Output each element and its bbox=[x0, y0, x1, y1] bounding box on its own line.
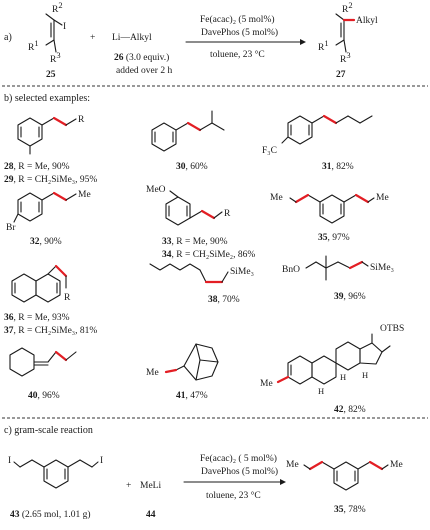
caption-29: 29, R = CH₂SiMe₃, 95% bbox=[4, 175, 97, 185]
section-a-label: a) bbox=[4, 32, 12, 43]
h-label-3: H bbox=[318, 386, 324, 396]
sime3-label-39: SiMe₃ bbox=[370, 263, 394, 273]
f3c-label: F₃C bbox=[262, 146, 277, 156]
p-r1-label: R1 bbox=[318, 38, 329, 53]
caption-41: 41, 47% bbox=[176, 391, 208, 401]
structure-30 bbox=[151, 110, 225, 152]
caption-28: 28, R = Me, 90% bbox=[4, 162, 70, 172]
methyllithium-label: MeLi bbox=[140, 481, 161, 491]
r2-label: R2 bbox=[52, 0, 63, 15]
structure-35 bbox=[289, 193, 375, 224]
caption-35: 35, 97% bbox=[318, 233, 350, 243]
structure-40 bbox=[9, 347, 77, 377]
caption-34: 34, R = CH₂SiMe₂, 86% bbox=[162, 250, 255, 260]
caption-32: 32, 90% bbox=[30, 237, 62, 247]
r1-label: R1 bbox=[28, 38, 39, 53]
caption-35c: 35, 78% bbox=[334, 505, 366, 515]
me-right-35: Me bbox=[376, 193, 389, 203]
me-label-42: Me bbox=[260, 379, 273, 389]
structure-43 bbox=[13, 459, 99, 489]
lithium-reagent: Li—Alkyl bbox=[112, 33, 152, 43]
cond-a-line1: Fe(acac)₂ (5 mol%) bbox=[200, 14, 275, 25]
reagent-addition-note: added over 2 h bbox=[116, 66, 172, 76]
reagent-26-line: 26 (3.0 equiv.) bbox=[114, 52, 169, 63]
r-label-36: R bbox=[64, 293, 71, 303]
caption-39: 39, 96% bbox=[334, 292, 366, 302]
me-right-35c: Me bbox=[390, 460, 403, 470]
caption-42: 42, 82% bbox=[334, 405, 366, 415]
h-label-1: H bbox=[340, 372, 346, 382]
section-c-label: c) gram-scale reaction bbox=[4, 425, 93, 436]
product-27-structure bbox=[335, 13, 356, 53]
structure-36-37 bbox=[11, 264, 68, 303]
iodo-left-43: I bbox=[8, 456, 11, 466]
me-left-35: Me bbox=[270, 193, 283, 203]
structure-31 bbox=[281, 114, 373, 145]
section-b-label: b) selected examples: bbox=[4, 93, 90, 104]
caption-43: 43 (2.65 mol, 1.01 g) bbox=[10, 509, 90, 520]
caption-36: 36, R = Me, 93% bbox=[4, 313, 70, 323]
caption-37: 37, R = CH₂SiMe₃, 81% bbox=[4, 326, 97, 336]
cond-a-line2: DavePhos (5 mol%) bbox=[201, 27, 278, 38]
caption-38: 38, 70% bbox=[208, 295, 240, 305]
caption-40: 40, 96% bbox=[28, 391, 60, 401]
plus-sign-c: + bbox=[126, 481, 131, 491]
arrowhead-c bbox=[280, 479, 286, 485]
compound-25-id: 25 bbox=[46, 70, 56, 80]
caption-30: 30, 60% bbox=[176, 162, 208, 172]
iodo-right-43: I bbox=[100, 456, 103, 466]
structure-35-product bbox=[303, 460, 389, 491]
caption-33: 33, R = Me, 90% bbox=[162, 237, 228, 247]
sime3-label-38: SiMe₃ bbox=[230, 267, 254, 277]
r-label-33: R bbox=[224, 209, 231, 219]
cond-c-line1: Fe(acac)₂ ( 5 mol%) bbox=[200, 453, 277, 464]
me-left-35c: Me bbox=[286, 460, 299, 470]
compound-44-id: 44 bbox=[146, 510, 156, 520]
h-label-2: H bbox=[362, 370, 368, 380]
me-label-41: Me bbox=[146, 368, 159, 378]
p-alkyl-label: Alkyl bbox=[356, 16, 378, 26]
structure-42 bbox=[276, 333, 391, 385]
cond-c-line3: toluene, 23 °C bbox=[206, 490, 261, 501]
caption-31: 31, 82% bbox=[322, 162, 354, 172]
structure-33-34 bbox=[165, 190, 223, 226]
p-r3-label: R3 bbox=[340, 50, 351, 65]
r3-label: R3 bbox=[50, 50, 61, 65]
p-r2-label: R2 bbox=[342, 0, 353, 15]
structure-28-29 bbox=[17, 116, 77, 155]
bno-label: BnO bbox=[282, 265, 300, 275]
br-label: Br bbox=[6, 223, 16, 233]
meo-label: MeO bbox=[146, 185, 166, 195]
compound-27-id: 27 bbox=[336, 70, 346, 80]
cond-c-line2: DavePhos (5 mol%) bbox=[201, 466, 278, 477]
structure-39 bbox=[305, 255, 369, 281]
plus-sign: + bbox=[90, 33, 95, 43]
structure-41 bbox=[164, 343, 219, 381]
cond-a-line3: toluene, 23 °C bbox=[210, 49, 265, 60]
me-label-32: Me bbox=[78, 190, 91, 200]
iodo-label: I bbox=[63, 22, 66, 32]
structure-32 bbox=[13, 191, 77, 223]
otbs-label: OTBS bbox=[380, 324, 404, 334]
alkene-25-structure bbox=[45, 13, 63, 53]
structure-38 bbox=[149, 263, 229, 284]
arrowhead-a bbox=[300, 39, 306, 45]
r-label-28: R bbox=[78, 115, 85, 125]
